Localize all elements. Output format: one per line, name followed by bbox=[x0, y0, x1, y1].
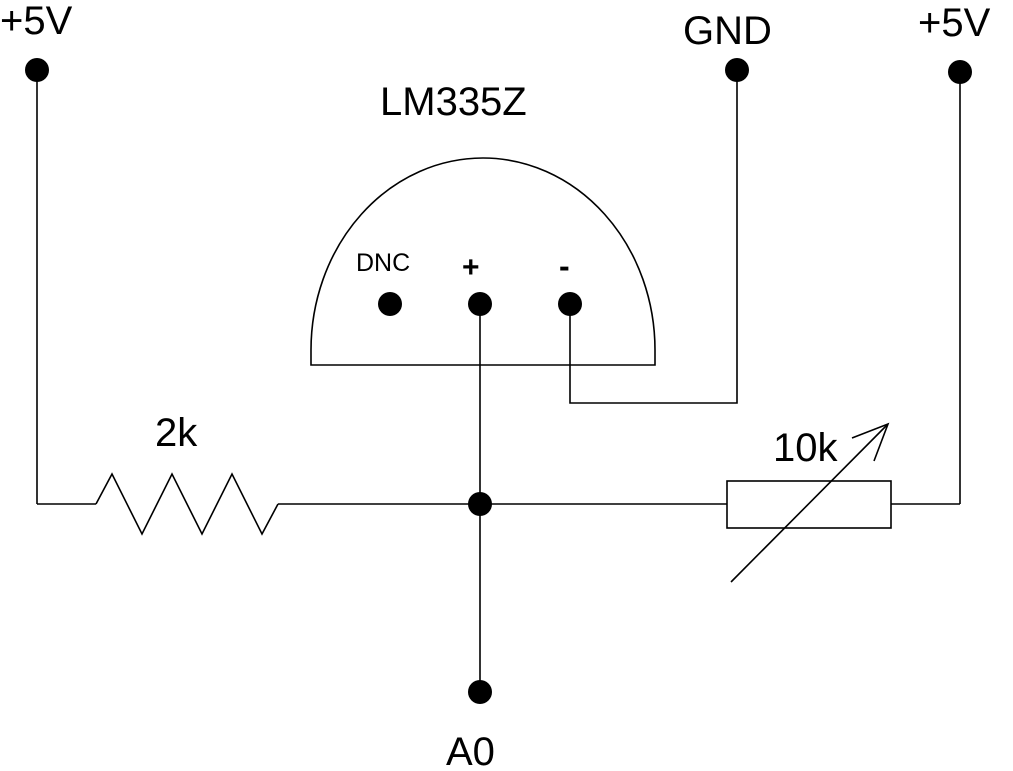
potentiometer-arrow-shaft bbox=[730, 423, 889, 583]
left-supply-label: +5V bbox=[0, 0, 73, 43]
junction-dot bbox=[468, 492, 492, 516]
output-label: A0 bbox=[446, 730, 495, 771]
right-supply-terminal bbox=[948, 60, 972, 84]
output-terminal bbox=[468, 680, 492, 704]
pin-dnc-dot bbox=[378, 292, 402, 316]
right-supply-label: +5V bbox=[918, 1, 991, 45]
sensor-part-label: LM335Z bbox=[380, 80, 527, 124]
pin-plus-label: + bbox=[462, 251, 480, 284]
ground-label: GND bbox=[683, 9, 772, 53]
potentiometer-label: 10k bbox=[773, 426, 838, 470]
pin-dnc-label: DNC bbox=[356, 249, 410, 277]
resistor-2k-label: 2k bbox=[155, 411, 198, 455]
sensor-body-outline bbox=[310, 157, 656, 366]
resistor-2k-symbol bbox=[95, 472, 279, 536]
ground-wire bbox=[569, 70, 738, 404]
ground-terminal bbox=[725, 58, 749, 82]
potentiometer-arrow-head bbox=[851, 422, 890, 462]
pin-minus-label: - bbox=[559, 248, 570, 284]
